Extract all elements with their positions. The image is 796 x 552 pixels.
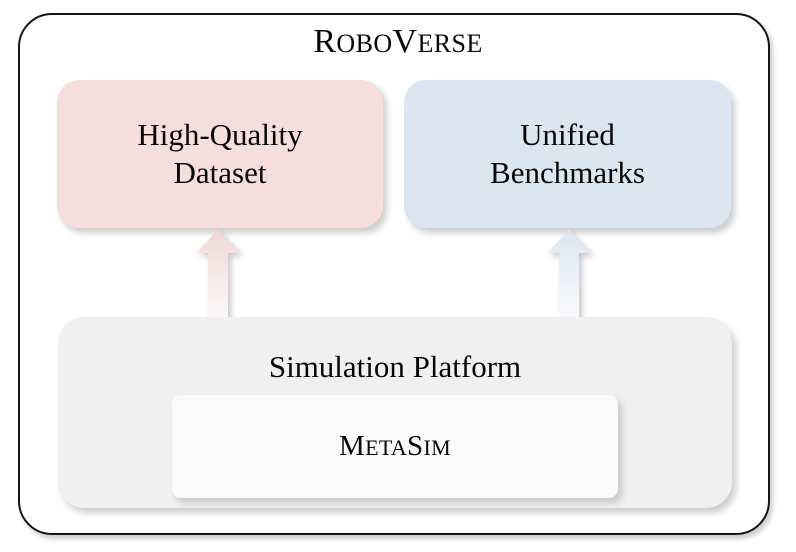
- box-high-quality-dataset-label: High-Quality Dataset: [127, 116, 312, 192]
- box-high-quality-dataset: High-Quality Dataset: [57, 80, 383, 228]
- box-unified-benchmarks-line1: Unified: [520, 117, 615, 152]
- arrow-up-icon-dataset: [196, 230, 240, 320]
- box-unified-benchmarks-line2: Benchmarks: [490, 155, 645, 190]
- box-simulation-platform: Simulation Platform METASIM: [58, 317, 732, 508]
- box-unified-benchmarks: Unified Benchmarks: [404, 80, 731, 228]
- title-part-2: V: [392, 23, 418, 60]
- title-part-3: ERSE: [417, 29, 483, 58]
- box-high-quality-dataset-line2: Dataset: [173, 155, 267, 190]
- arrow-up-icon-benchmarks: [547, 230, 591, 320]
- box-metasim: METASIM: [172, 395, 618, 498]
- metasim-label: METASIM: [339, 429, 451, 465]
- title-part-1: OBO: [336, 29, 393, 58]
- metasim-part-2: S: [407, 429, 424, 462]
- simulation-platform-title: Simulation Platform: [268, 349, 522, 384]
- metasim-part-0: M: [339, 429, 366, 462]
- page-title: ROBOVERSE: [0, 22, 796, 64]
- box-high-quality-dataset-line1: High-Quality: [137, 117, 303, 152]
- metasim-part-3: IM: [423, 434, 451, 460]
- box-unified-benchmarks-label: Unified Benchmarks: [480, 116, 655, 192]
- title-part-0: R: [313, 23, 337, 60]
- metasim-part-1: ETA: [365, 434, 408, 460]
